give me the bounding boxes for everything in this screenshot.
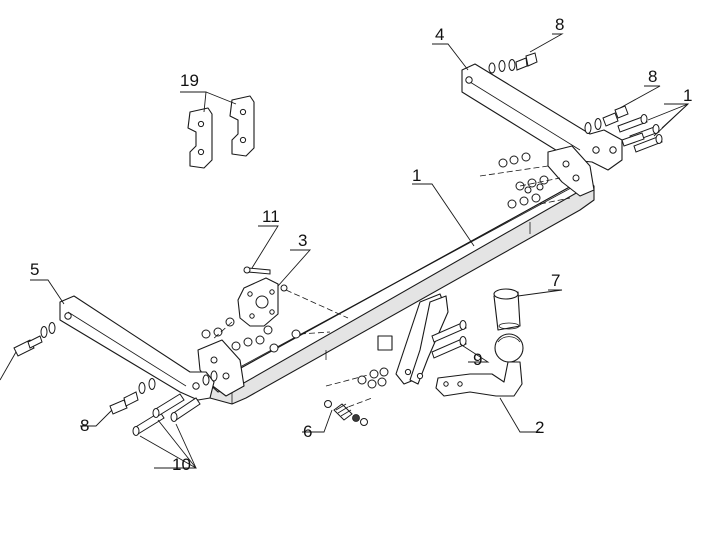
part-8-top-bolt [488,52,538,74]
part-2-tow-ball-neck [435,333,524,397]
callout-2: 2 [535,418,544,437]
callout-1-beam: 1 [412,166,421,185]
callout-10: 10 [172,455,191,474]
callout-3: 3 [298,231,307,250]
callout-7: 7 [551,271,560,290]
part-3-socket-plate [237,277,288,327]
part-5-left-arm [59,295,215,401]
part-10-bolts [132,370,218,436]
part-8-bottom-bolt [109,378,156,415]
callout-1-small-bolts: 1 [683,86,692,105]
part-11-bolt [243,266,271,275]
part-9-bolts [357,320,467,389]
callout-11: 11 [262,207,280,226]
callout-9: 9 [473,350,482,369]
part-19-brackets [187,95,255,169]
assembly-guide-lines [211,165,571,411]
part-8-right-bolt [584,105,629,134]
callout-19: 19 [180,71,199,90]
part-7-ball-cover [493,288,521,331]
callout-leader-lines [0,33,690,469]
callout-6: 6 [303,422,312,441]
callout-4: 4 [435,25,444,44]
part-8-left-end-bolt [13,322,56,357]
part-1-cross-beam [197,145,595,405]
part-1-nuts-center [201,317,301,353]
part-4-right-arm [461,63,623,171]
part-1-small-bolts-right [617,114,663,153]
callout-8-top: 8 [555,15,564,34]
callout-8-left: 8 [80,416,89,435]
part-6-spring-set [324,400,368,426]
callout-8-right: 8 [648,67,657,86]
callout-labels: 1 1 2 3 4 5 6 7 8 8 8 9 10 11 19 [30,15,692,474]
callout-5: 5 [30,260,39,279]
ball-mount-bracket [377,293,449,385]
part-1-nuts-right [498,152,549,209]
